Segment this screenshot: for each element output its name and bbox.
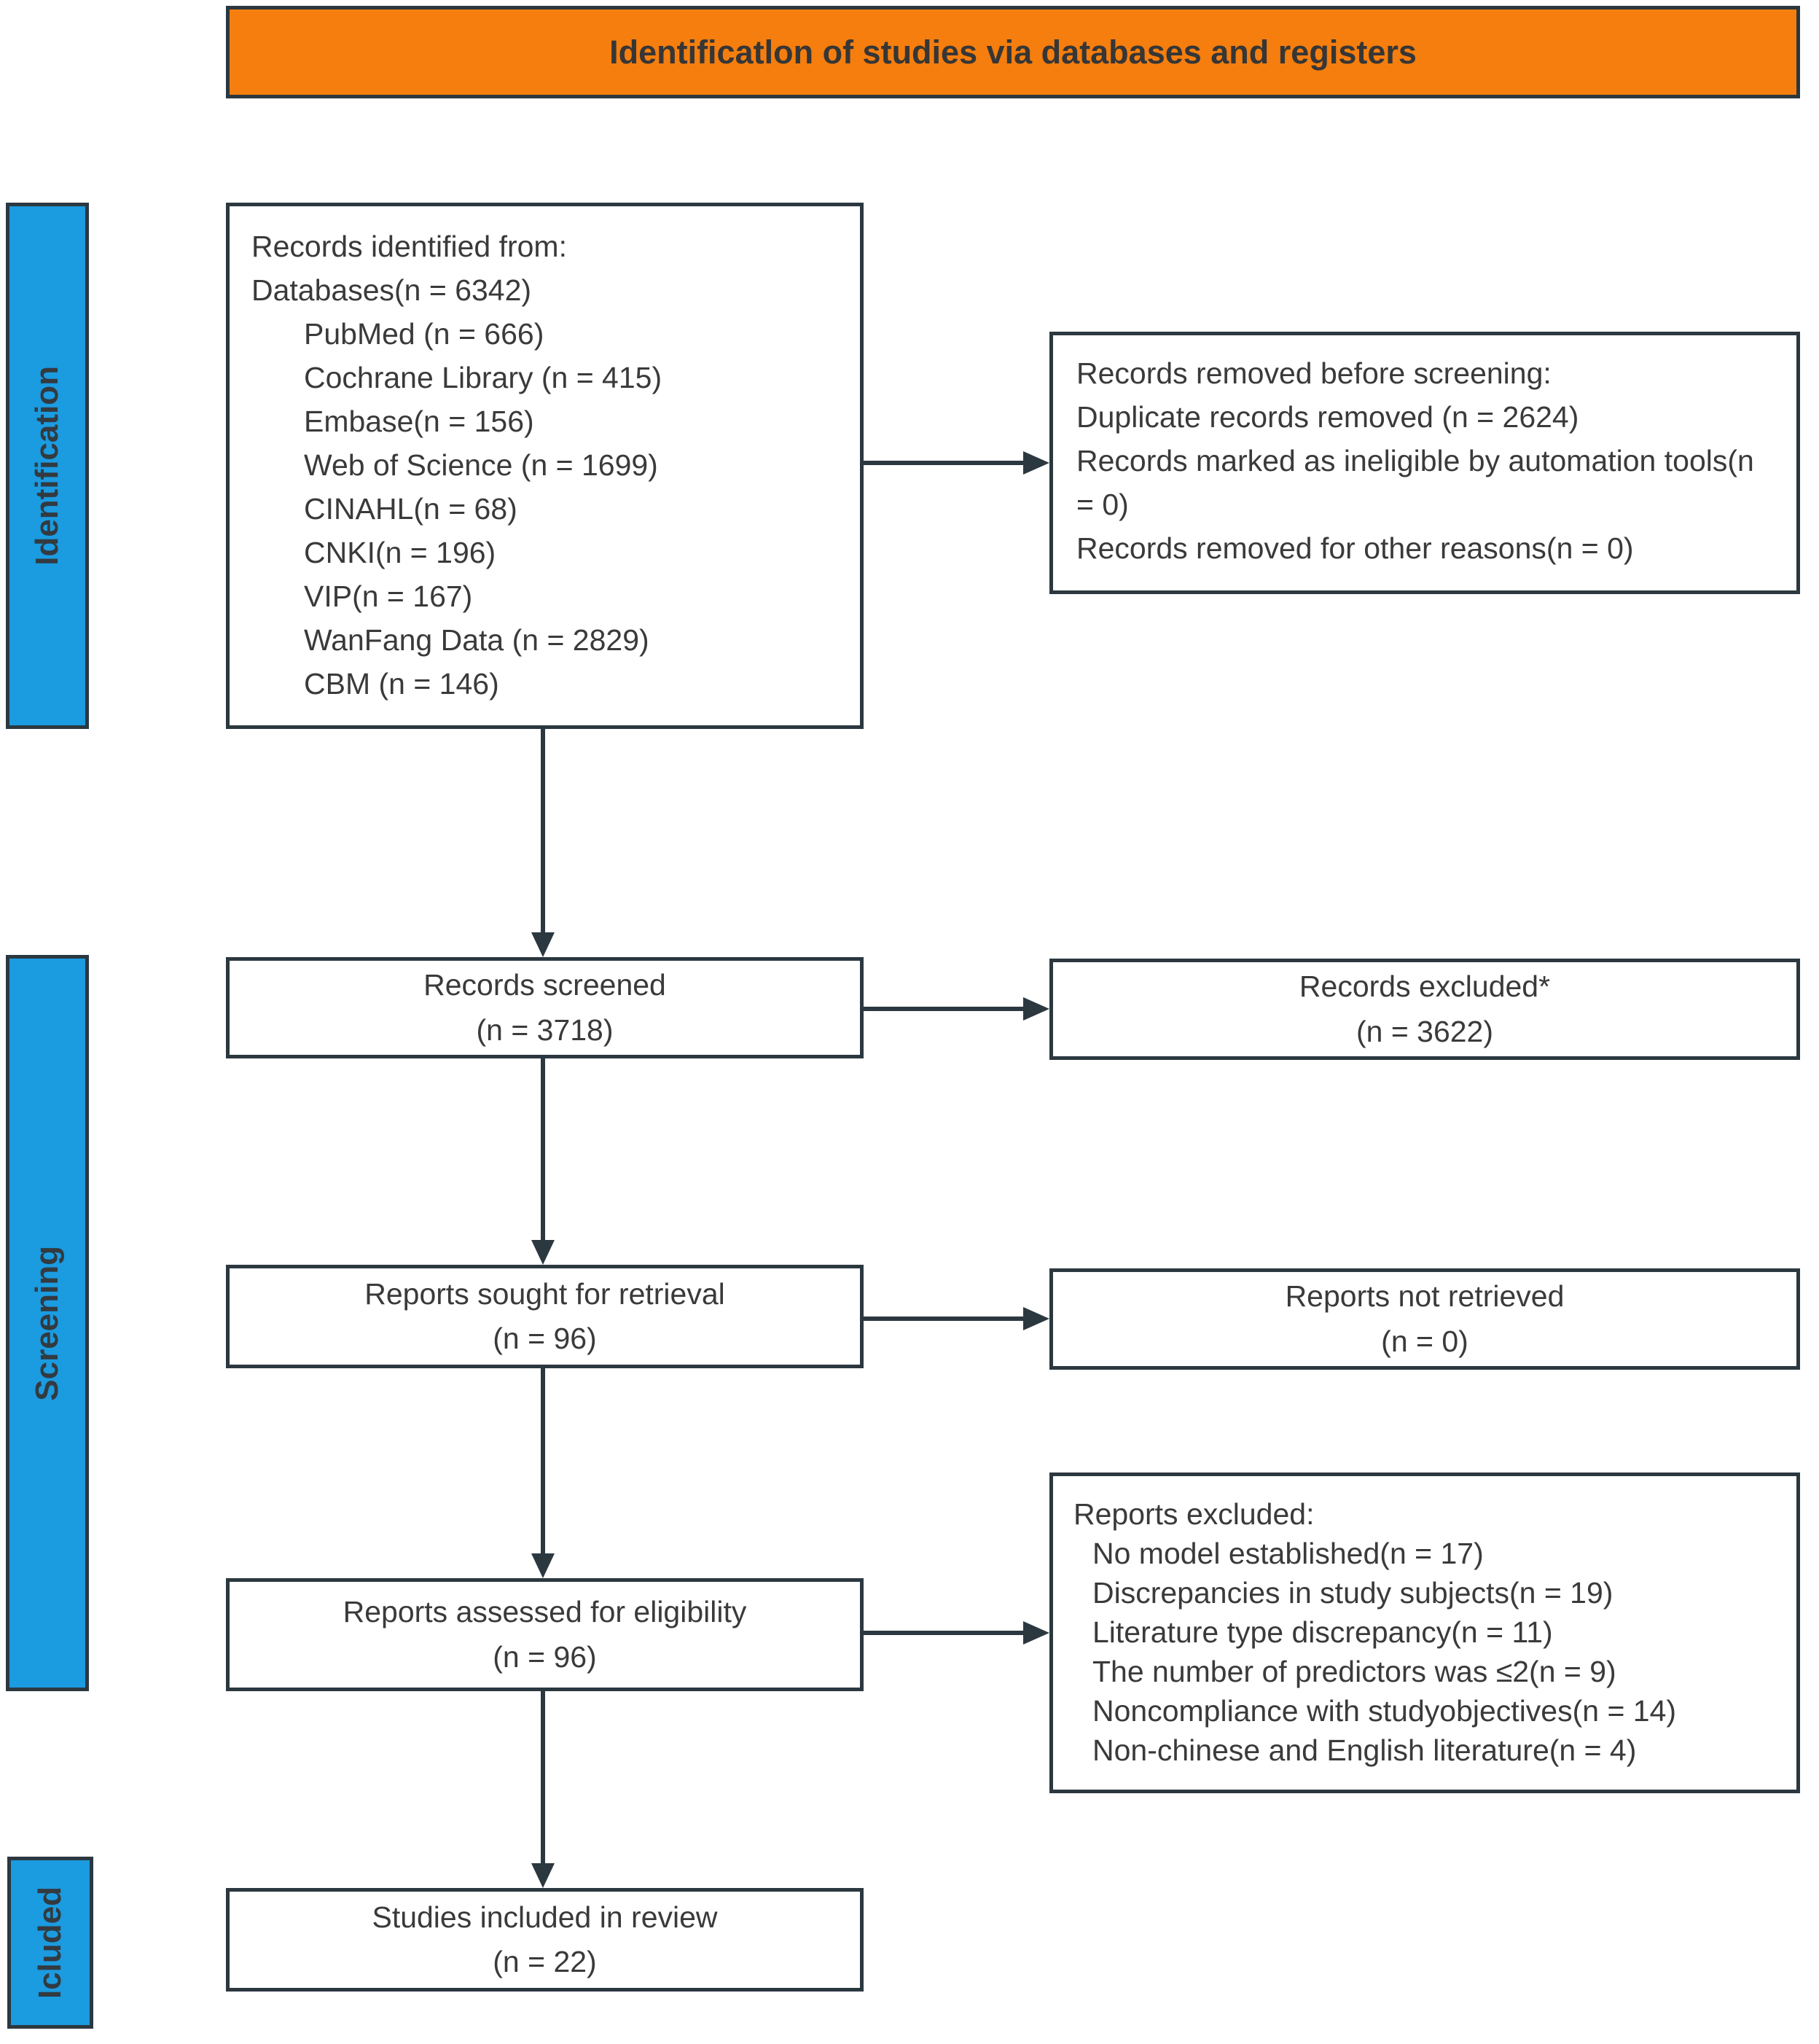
records-excluded-box: Records excluded* (n = 3622)	[1049, 959, 1800, 1060]
records-excluded-title: Records excluded*	[1299, 970, 1551, 1003]
sidebar-screening-label: Screening	[29, 1245, 65, 1401]
arrow-assessed-to-reports-excluded	[864, 1631, 1023, 1635]
banner-identification-of-studies: Identificatlon of studies via databases …	[226, 6, 1800, 98]
database-count-cochrane: Cochrane Library (n = 415)	[304, 361, 662, 394]
sidebar-stage-included: Icluded	[7, 1857, 93, 2029]
database-count-cbm: CBM (n = 146)	[304, 667, 499, 701]
studies-included-title: Studies included in review	[372, 1900, 718, 1934]
records-screened-box: Records screened (n = 3718)	[226, 957, 864, 1058]
exclusion-reason-no-model: No model established(n = 17)	[1092, 1537, 1484, 1570]
records-identified-line: Databases(n = 6342)	[251, 273, 532, 307]
records-ineligible-automation: Records marked as ineligible by automati…	[1076, 444, 1754, 521]
database-count-web-of-science: Web of Science (n = 1699)	[304, 448, 658, 482]
reports-assessed-count: (n = 96)	[493, 1639, 597, 1674]
arrow-identified-to-removed	[864, 461, 1023, 465]
sidebar-stage-identification: Identification	[6, 203, 89, 729]
sidebar-identification-label: Identification	[29, 366, 65, 566]
records-screened-title: Records screened	[423, 968, 666, 1002]
reports-not-retrieved-title: Reports not retrieved	[1285, 1279, 1565, 1313]
records-removed-header: Records removed before screening:	[1076, 356, 1552, 390]
arrow-identified-to-screened	[541, 729, 545, 932]
duplicate-records-removed: Duplicate records removed (n = 2624)	[1076, 400, 1579, 434]
database-count-pubmed: PubMed (n = 666)	[304, 317, 544, 351]
database-count-cinahl: CINAHL(n = 68)	[304, 492, 517, 526]
banner-title: Identificatlon of studies via databases …	[609, 33, 1417, 71]
records-identified-box: Records identified from: Databases(n = 6…	[226, 203, 864, 729]
reports-assessed-box: Reports assessed for eligibility (n = 96…	[226, 1578, 864, 1691]
reports-not-retrieved-box: Reports not retrieved (n = 0)	[1049, 1268, 1800, 1370]
reports-excluded-header: Reports excluded:	[1073, 1497, 1315, 1531]
exclusion-reason-language: Non-chinese and English literature(n = 4…	[1092, 1733, 1637, 1767]
arrow-assessed-to-included	[541, 1691, 545, 1863]
reports-sought-title: Reports sought for retrieval	[364, 1276, 725, 1311]
studies-included-count: (n = 22)	[493, 1945, 597, 1978]
studies-included-box: Studies included in review (n = 22)	[226, 1888, 864, 1992]
arrow-sought-to-assessed	[541, 1368, 545, 1553]
exclusion-reason-predictors: The number of predictors was ≤2(n = 9)	[1092, 1655, 1616, 1688]
reports-sought-count: (n = 96)	[493, 1322, 597, 1355]
reports-excluded-box: Reports excluded: No model established(n…	[1049, 1472, 1800, 1793]
records-removed-other-reasons: Records removed for other reasons(n = 0)	[1076, 531, 1634, 565]
exclusion-reason-literature-type: Literature type discrepancy(n = 11)	[1092, 1615, 1553, 1649]
database-count-cnki: CNKI(n = 196)	[304, 536, 496, 569]
records-excluded-count: (n = 3622)	[1356, 1014, 1494, 1048]
arrow-screened-to-sought	[541, 1058, 545, 1240]
reports-not-retrieved-count: (n = 0)	[1381, 1324, 1468, 1358]
reports-assessed-title: Reports assessed for eligibility	[343, 1595, 747, 1628]
arrow-screened-to-excluded	[864, 1007, 1023, 1011]
sidebar-included-label: Icluded	[32, 1886, 68, 2000]
database-count-wanfang: WanFang Data (n = 2829)	[304, 623, 649, 657]
database-count-vip: VIP(n = 167)	[304, 580, 473, 613]
sidebar-stage-screening: Screening	[6, 955, 89, 1691]
records-identified-line: Records identified from:	[251, 230, 567, 263]
records-screened-count: (n = 3718)	[476, 1013, 614, 1047]
database-count-embase: Embase(n = 156)	[304, 405, 534, 438]
exclusion-reason-discrepancies-subjects: Discrepancies in study subjects(n = 19)	[1092, 1576, 1613, 1610]
records-removed-box: Records removed before screening: Duplic…	[1049, 332, 1800, 594]
reports-sought-box: Reports sought for retrieval (n = 96)	[226, 1265, 864, 1368]
exclusion-reason-noncompliance: Noncompliance with studyobjectives(n = 1…	[1092, 1694, 1677, 1728]
arrow-sought-to-not-retrieved	[864, 1316, 1023, 1321]
